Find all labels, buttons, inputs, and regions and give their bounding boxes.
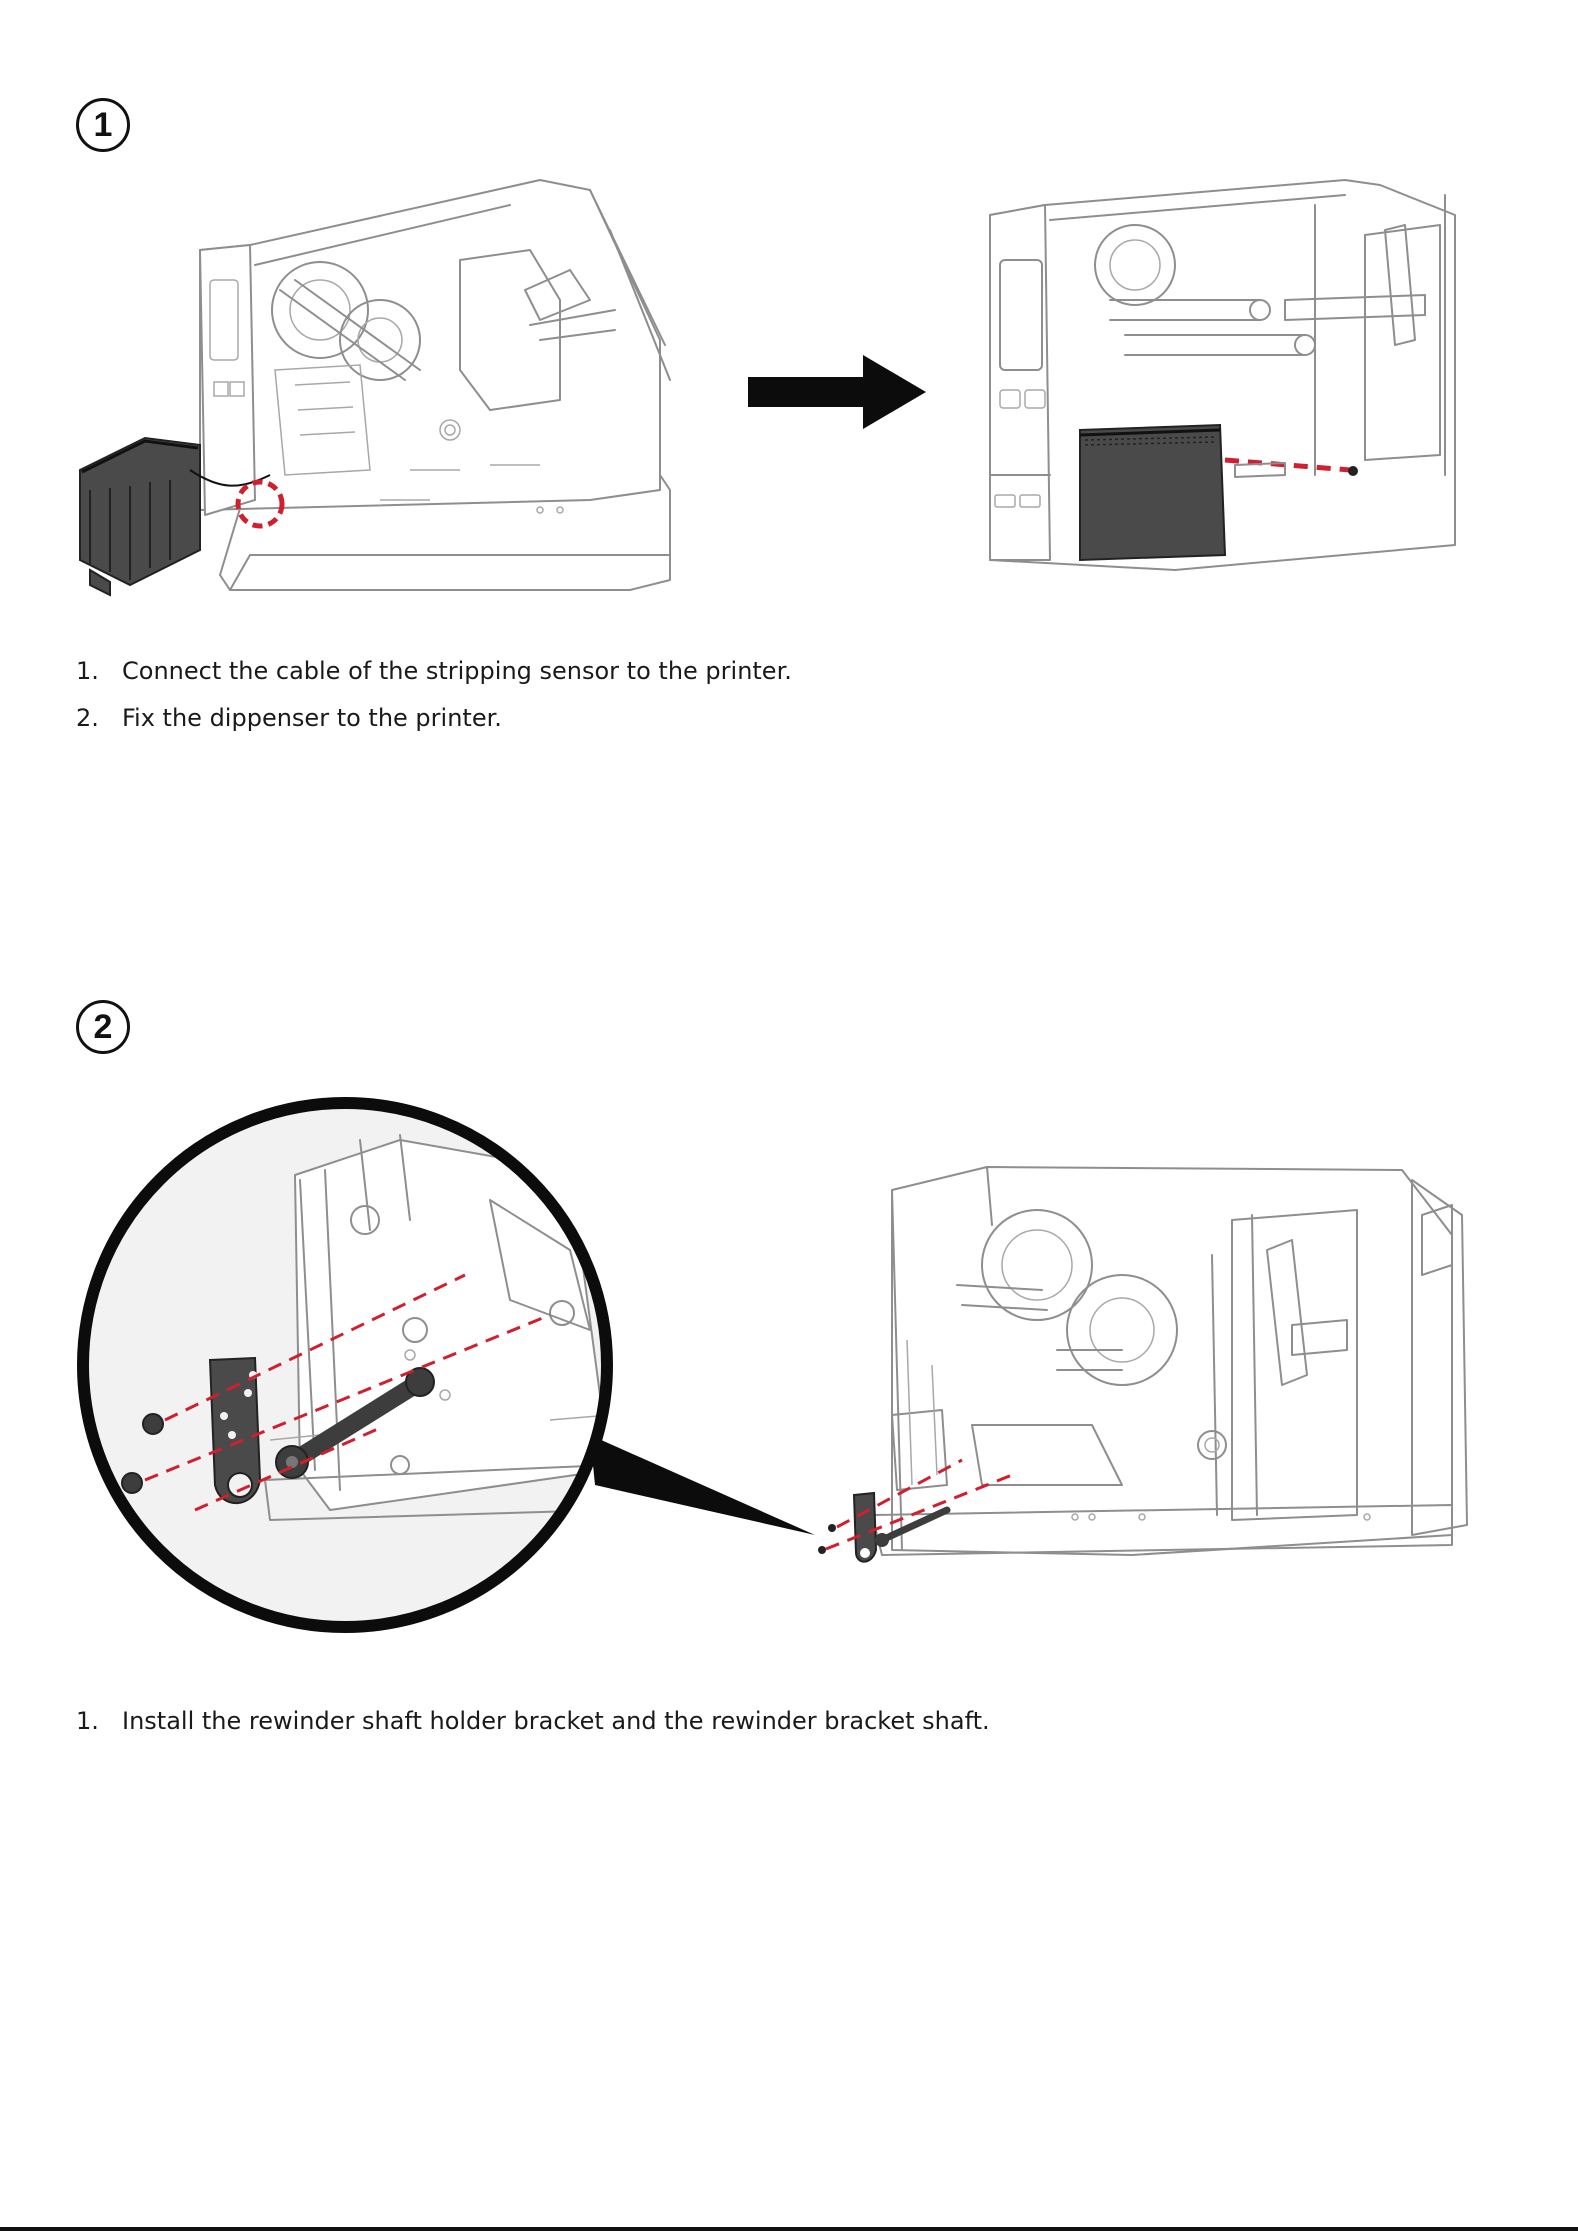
instruction-text: Connect the cable of the stripping senso… — [122, 648, 792, 695]
printer-illustration-after — [985, 175, 1460, 585]
step-1-badge: 1 — [76, 98, 130, 152]
instruction-item: 1. Install the rewinder shaft holder bra… — [76, 1698, 990, 1745]
instruction-text: Install the rewinder shaft holder bracke… — [122, 1698, 990, 1745]
instruction-number: 1. — [76, 648, 122, 695]
instruction-number: 1. — [76, 1698, 122, 1745]
printer-illustration-before — [70, 170, 710, 600]
printer-illustration-rewinder — [812, 1155, 1472, 1595]
instruction-item: 2. Fix the dippenser to the printer. — [76, 695, 792, 742]
magnifier-callout-icon — [70, 1090, 860, 1640]
footer-rule — [0, 2227, 1578, 2231]
step-2-instructions: 1. Install the rewinder shaft holder bra… — [76, 1698, 990, 1745]
instruction-number: 2. — [76, 695, 122, 742]
instruction-item: 1. Connect the cable of the stripping se… — [76, 648, 792, 695]
step-2-badge: 2 — [76, 1000, 130, 1054]
instruction-text: Fix the dippenser to the printer. — [122, 695, 502, 742]
arrow-right-icon — [748, 355, 928, 430]
step-1-instructions: 1. Connect the cable of the stripping se… — [76, 648, 792, 742]
